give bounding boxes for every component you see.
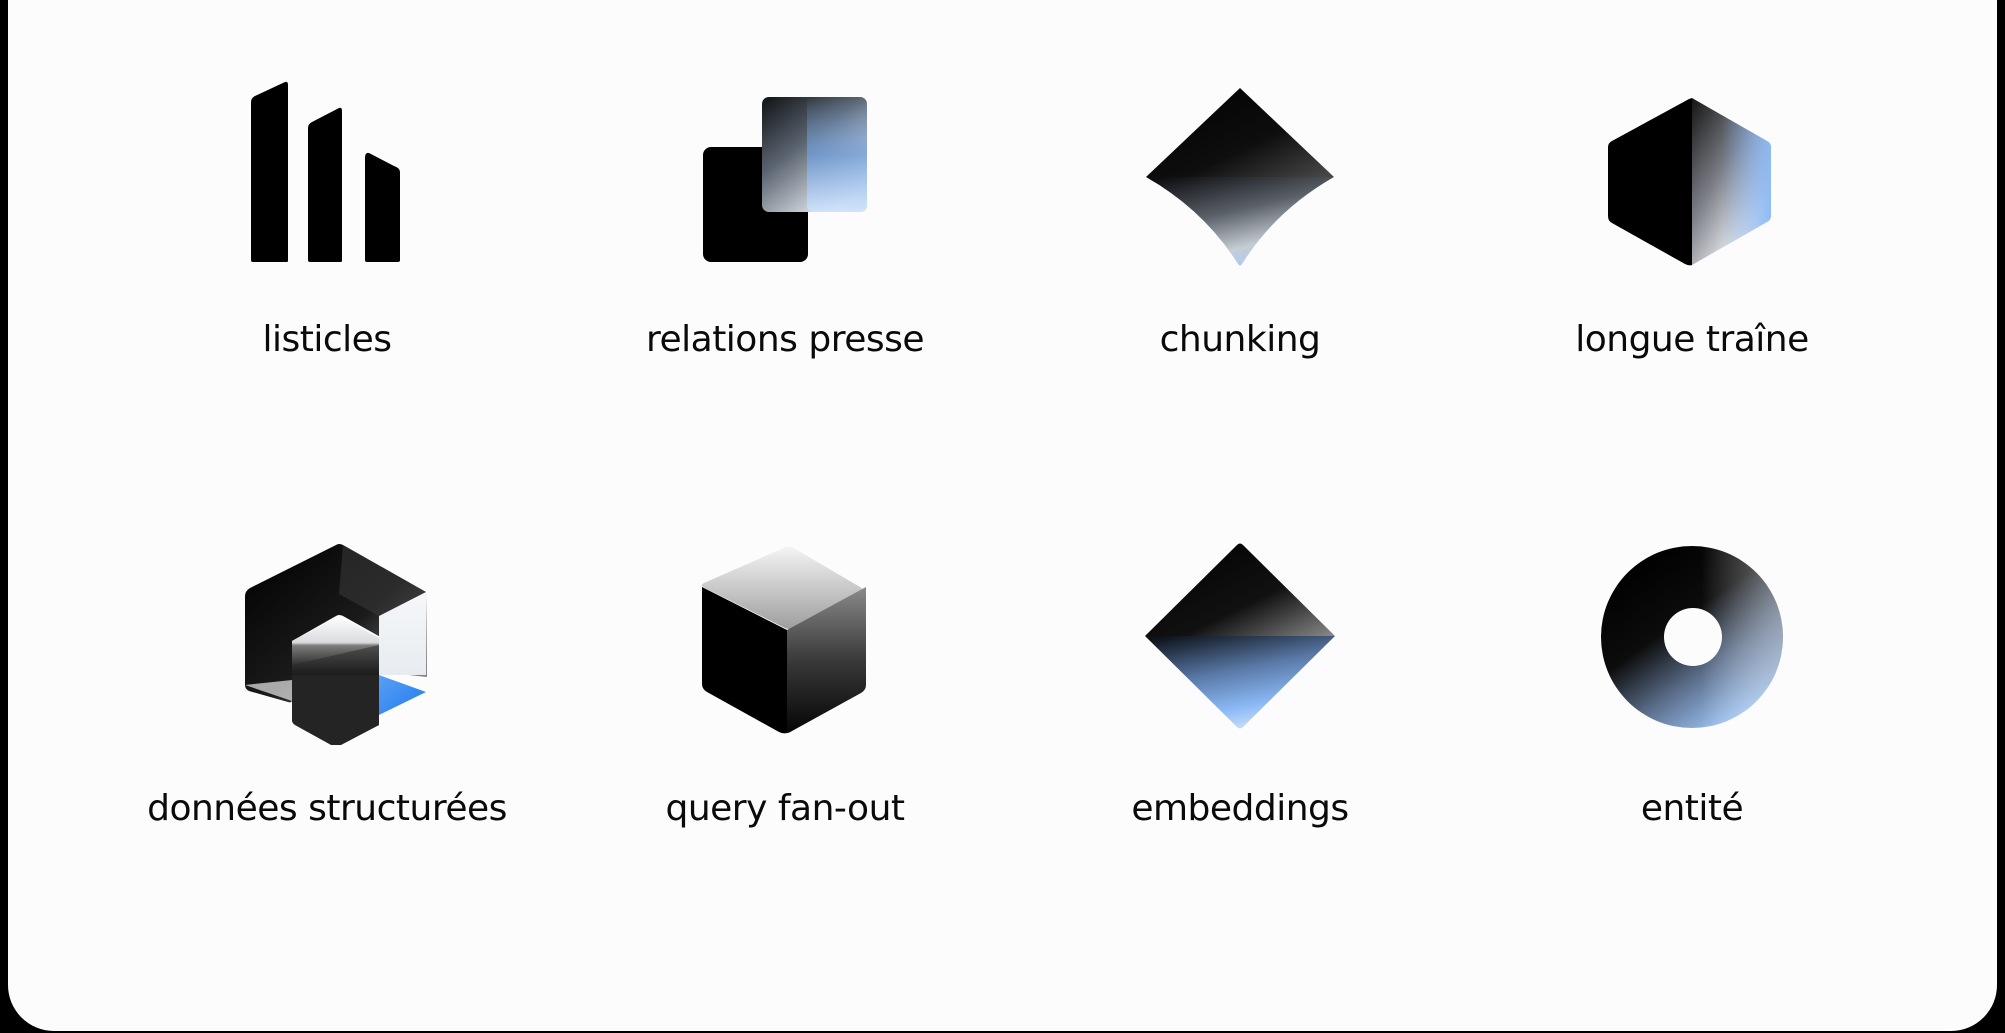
gradient-diamond-icon [1145,543,1335,729]
glossary-card: listicles [8,0,1997,1031]
cube-icon [701,546,866,734]
tile-embeddings: embeddings [1030,515,1450,855]
ring-icon [1601,546,1783,728]
split-diamond-icon [1146,88,1334,266]
overlapping-squares-icon [703,97,867,262]
tile-listicles: listicles [117,60,537,400]
half-hexagon-icon [1608,98,1771,266]
label-listicles: listicles [262,319,392,360]
label-chunking: chunking [1159,319,1321,360]
label-embeddings: embeddings [1131,788,1349,829]
tile-entite: entité [1482,515,1902,855]
label-entite: entité [1640,788,1744,829]
bar-chart-icon [251,81,400,262]
label-relations-presse: relations presse [645,319,925,360]
tile-relations-presse: relations presse [575,60,995,400]
label-query-fan-out: query fan-out [665,788,905,829]
tile-query-fan-out: query fan-out [575,515,995,855]
nested-hexagon-icon [245,544,427,745]
tile-chunking: chunking [1030,60,1450,400]
label-donnees-structurees: données structurées [147,788,507,829]
tile-donnees-structurees: données structurées [117,515,537,855]
label-longue-traine: longue traîne [1575,319,1809,360]
tile-longue-traine: longue traîne [1482,60,1902,400]
